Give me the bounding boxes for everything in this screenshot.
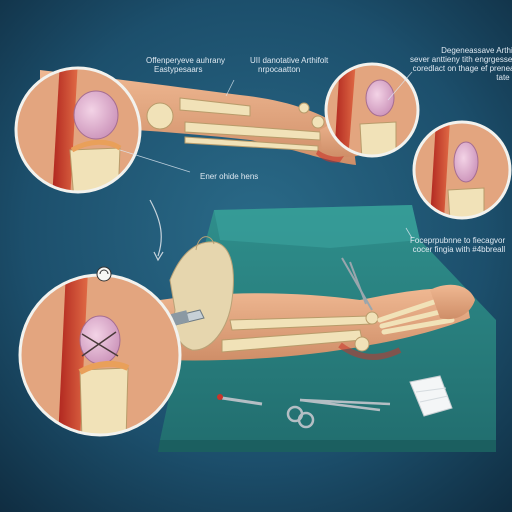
label-top-middle: UII danotative Arthifolt nrpocaatton: [250, 56, 329, 74]
label-right-mid: Foceprpubnne to fiecagvor cocer fingia w…: [410, 236, 506, 254]
label-top-right: Degeneassave Arthivolt sever anttieny ti…: [410, 46, 512, 82]
label-top-left: Offenperyeve auhrany Eastypesaars: [146, 56, 226, 74]
callout-lines: [119, 71, 413, 239]
scissors-icon: [341, 257, 373, 311]
gauze-icon: [409, 375, 453, 417]
forceps-icon: [286, 398, 391, 429]
inset-knee-bottom-left: [18, 266, 182, 437]
small-scalpel-icon: [217, 394, 263, 406]
inset-knee-right: [412, 120, 512, 220]
lower-limb: [160, 284, 475, 361]
glove-hand-icon: [169, 236, 234, 351]
label-middle-small: Ener ohide hens: [200, 172, 259, 181]
arrow-icon: [149, 199, 164, 262]
inset-knee-top-left: [14, 66, 142, 194]
inset-knee-top-right: [324, 62, 420, 158]
